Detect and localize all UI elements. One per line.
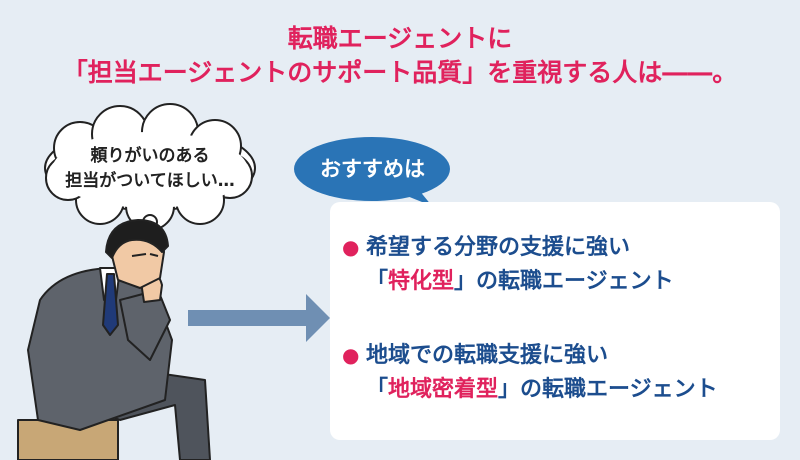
recommendation-item-specialized: ●希望する分野の支援に強い 「特化型」の転職エージェント bbox=[342, 230, 674, 299]
item-line-1: 地域での転職支援に強い bbox=[366, 343, 609, 368]
bracket-open: 「 bbox=[366, 269, 389, 294]
bullet-icon: ● bbox=[342, 343, 360, 367]
headline: 転職エージェントに 「担当エージェントのサポート品質」を重視する人は――。 bbox=[0, 22, 800, 90]
thought-text: 頼りがいのある 担当がついてほしい… bbox=[60, 144, 240, 194]
item-line-2: 」の転職エージェント bbox=[454, 269, 674, 294]
recommendation-badge-bubble bbox=[294, 137, 450, 206]
item-line-2: 」の転職エージェント bbox=[498, 377, 718, 402]
headline-line-2: 「担当エージェントのサポート品質」を重視する人は――。 bbox=[62, 58, 738, 87]
item-highlight: 地域密着型 bbox=[388, 377, 499, 402]
recommendation-badge: おすすめは bbox=[320, 157, 425, 181]
item-line-1: 希望する分野の支援に強い bbox=[366, 235, 631, 260]
recommendation-panel bbox=[330, 202, 780, 440]
thought-line-2: 担当がついてほしい… bbox=[65, 171, 235, 191]
arrow-right-icon bbox=[188, 294, 330, 342]
worried-businessman-illustration bbox=[17, 219, 211, 460]
thought-cloud-fill bbox=[52, 132, 248, 208]
item-highlight: 特化型 bbox=[388, 269, 455, 294]
recommendation-item-regional: ●地域での転職支援に強い 「地域密着型」の転職エージェント bbox=[342, 338, 718, 407]
bracket-open: 「 bbox=[366, 377, 389, 402]
thought-line-1: 頼りがいのある bbox=[90, 146, 210, 166]
bullet-icon: ● bbox=[342, 235, 360, 259]
headline-line-1: 転職エージェントに bbox=[287, 24, 513, 53]
